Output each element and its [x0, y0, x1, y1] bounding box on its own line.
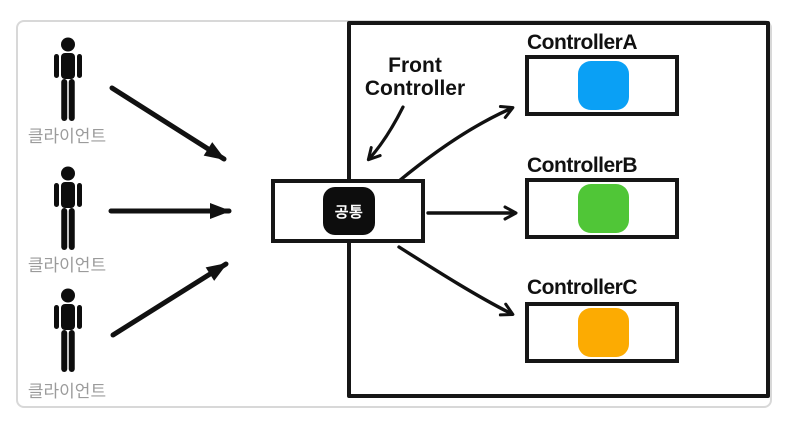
client-icon	[54, 288, 82, 372]
client-label: 클라이언트	[27, 127, 107, 146]
front-controller-label: Front Controller	[356, 54, 474, 100]
controller-a-swatch	[578, 61, 629, 110]
controller-a-box	[525, 55, 679, 116]
controller-b-title: ControllerB	[527, 154, 638, 177]
controller-c-title: ControllerC	[527, 276, 638, 299]
controller-a-title: ControllerA	[527, 31, 638, 54]
common-dispatcher-box: 공통	[271, 179, 425, 243]
front-controller-label-line1: Front	[388, 54, 442, 77]
client-icon	[54, 37, 82, 121]
client-icon	[54, 166, 82, 250]
client-label: 클라이언트	[27, 382, 107, 401]
client-label: 클라이언트	[27, 256, 107, 275]
controller-c-box	[525, 302, 679, 363]
controller-b-box	[525, 178, 679, 239]
front-controller-label-line2: Controller	[364, 77, 466, 100]
common-badge: 공통	[323, 187, 375, 235]
controller-b-swatch	[578, 184, 629, 233]
controller-c-swatch	[578, 308, 629, 357]
